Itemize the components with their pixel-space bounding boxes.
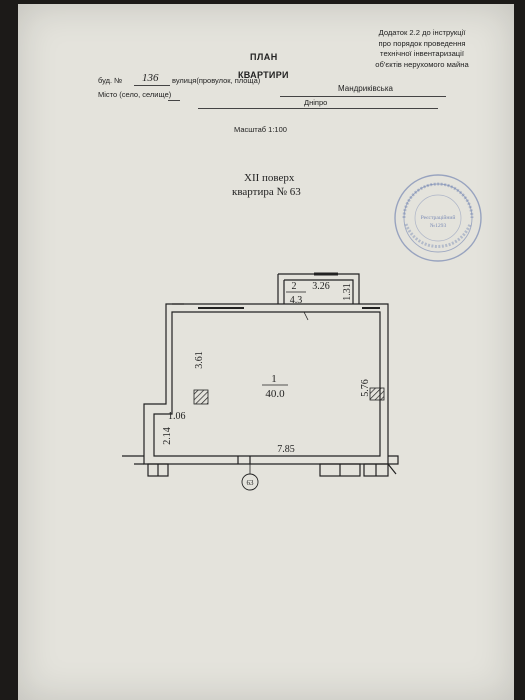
city-label: Місто (село, селище) — [98, 90, 172, 99]
room2-inner-wall — [283, 279, 354, 304]
city-underline — [168, 100, 180, 101]
dim-step: 1.06 — [168, 411, 186, 422]
title-plan: ПЛАН — [250, 52, 278, 62]
right-stub — [388, 455, 399, 465]
apartment-label: квартира № 63 — [232, 186, 301, 198]
dim-bottom: 7.85 — [277, 444, 295, 455]
scale-label: Масштаб 1:100 — [234, 125, 287, 134]
hatched-column-left — [193, 389, 209, 405]
room1-number: 1 — [271, 373, 277, 385]
room2-outer-wall — [278, 273, 360, 304]
appendix-line-4: об'єктів нерухомого майна — [375, 59, 469, 69]
dim-room2-right: 1.31 — [342, 283, 353, 301]
floor-plan: 63 1 40.0 2 4.3 3.26 1.31 3.61 5.76 1.06… — [122, 272, 399, 491]
room1-area: 40.0 — [265, 388, 285, 400]
street-label: вулиця(провулок, площа) — [172, 76, 261, 85]
room2-area: 4.3 — [290, 295, 303, 306]
marker-label: 63 — [247, 479, 255, 487]
appendix-line-1: Додаток 2.2 до інструкції — [378, 28, 466, 37]
main-room-outer-wall — [143, 303, 389, 465]
floor-label: XII поверх — [244, 172, 295, 184]
building-label: буд. № — [98, 76, 123, 85]
dim-right-main: 5.76 — [360, 379, 371, 397]
stamp-reg-number: №1293 — [430, 223, 447, 229]
city-value: Дніпро — [304, 98, 328, 107]
dim-left-upper: 3.61 — [194, 351, 205, 369]
hatched-column-right — [369, 387, 385, 401]
title-apartment: КВАРТИРИ — [238, 70, 289, 80]
left-stub — [122, 455, 144, 465]
official-stamp: Реєстраційний №1293 — [394, 174, 482, 262]
appendix-note: Додаток 2.2 до інструкції про порядок пр… — [352, 28, 492, 70]
room2-number: 2 — [292, 281, 297, 292]
marker-circle — [241, 473, 259, 491]
dim-room2-top: 3.26 — [312, 281, 330, 292]
appendix-line-2: про порядок проведення — [378, 38, 466, 48]
document-page: Додаток 2.2 до інструкції про порядок пр… — [18, 4, 514, 700]
appendix-line-3: технічної інвентаризації — [380, 49, 464, 58]
building-underline — [134, 85, 170, 86]
main-room-inner-wall — [153, 311, 381, 457]
stamp-reg-label: Реєстраційний — [421, 214, 456, 221]
street-underline — [280, 96, 446, 97]
dim-left-lower: 2.14 — [162, 427, 173, 445]
city-value-underline — [198, 108, 438, 109]
street-value: Мандриківська — [338, 84, 393, 93]
building-number: 136 — [142, 72, 159, 84]
